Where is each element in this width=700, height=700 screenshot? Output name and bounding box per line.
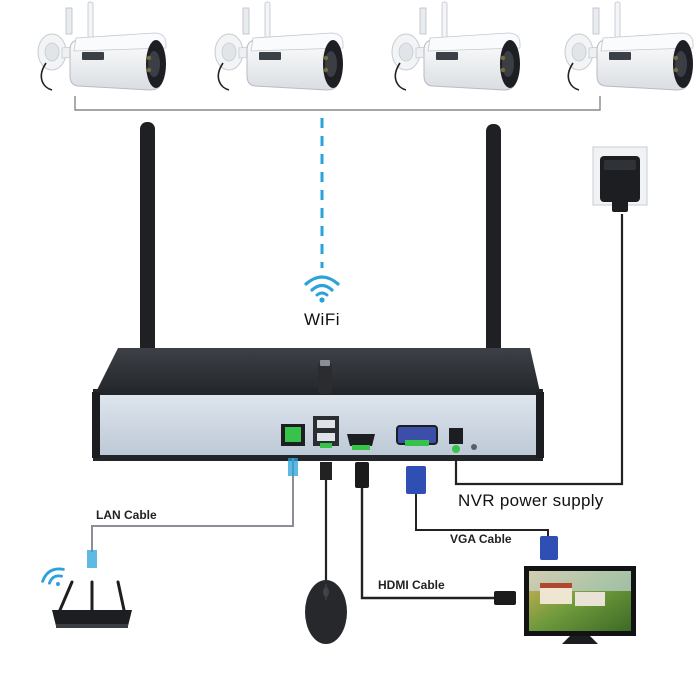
usb-mouse [305, 580, 347, 644]
wifi-label: WiFi [304, 310, 340, 329]
lan-plug-router [87, 550, 97, 568]
vga-plug-monitor [540, 536, 558, 560]
lan-port [281, 424, 305, 446]
hdmi-port [347, 434, 375, 450]
wifi-dongle [318, 360, 332, 394]
camera-group-bracket [74, 96, 601, 111]
usb-plug [320, 462, 332, 480]
lan-cable-label: LAN Cable [96, 508, 157, 522]
hdmi-plug-nvr [355, 462, 369, 488]
wifi-icon [304, 275, 340, 303]
power-cable [454, 214, 624, 486]
camera-3 [391, 1, 521, 91]
lan-plug-nvr [288, 458, 298, 476]
power-adapter [592, 146, 648, 212]
vga-cable-label: VGA Cable [450, 532, 512, 546]
nvr-power-supply-label: NVR power supply [458, 491, 604, 510]
hdmi-cable-label: HDMI Cable [378, 578, 445, 592]
usb-ports [313, 416, 339, 448]
camera-4 [564, 1, 694, 91]
hdmi-plug-monitor [494, 591, 516, 605]
lan-cable [91, 458, 294, 552]
camera-1 [37, 1, 167, 91]
camera-2 [214, 1, 344, 91]
vga-cable [415, 494, 549, 540]
display-monitor [524, 566, 636, 644]
vga-plug-nvr [406, 466, 426, 494]
vga-port [396, 425, 438, 446]
power-port [449, 428, 477, 453]
router-wifi-icon [41, 567, 65, 586]
hdmi-cable [360, 488, 496, 600]
nvr-box [92, 348, 544, 461]
wifi-router [52, 580, 132, 628]
